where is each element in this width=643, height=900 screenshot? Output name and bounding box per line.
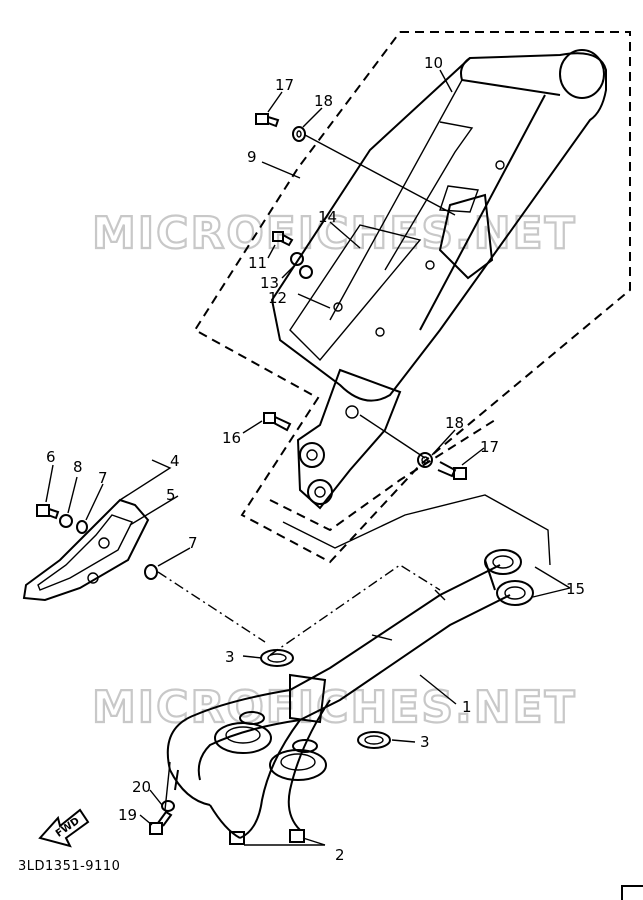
callout-4: 4	[170, 452, 180, 470]
callout-18-top: 18	[314, 92, 333, 110]
nut-right	[289, 829, 305, 843]
callout-18-right: 18	[445, 414, 464, 432]
callout-17-top: 17	[275, 76, 294, 94]
callout-1: 1	[462, 698, 472, 716]
callout-12: 12	[268, 289, 287, 307]
header-flanges	[214, 711, 327, 781]
nut-left	[229, 831, 245, 845]
callout-15: 15	[566, 580, 585, 598]
gasket-upper	[260, 649, 294, 667]
watermark-bottom: MICROFICHES.NET	[92, 682, 577, 733]
callout-3-upper: 3	[225, 648, 235, 666]
callout-10: 10	[424, 54, 443, 72]
fasteners	[36, 113, 467, 835]
assembly-outline-inner	[269, 419, 496, 532]
watermark-top: MICROFICHES.NET	[92, 208, 577, 259]
callout-16: 16	[222, 429, 241, 447]
gasket-lower-inner	[364, 735, 384, 745]
callout-17-right: 17	[480, 438, 499, 456]
heat-protector	[22, 498, 150, 602]
gasket-lower	[357, 731, 391, 749]
callout-7-lower: 7	[188, 534, 198, 552]
catalog-code: 3LD1351-9110	[18, 859, 120, 874]
exhaust-pipe	[166, 564, 511, 839]
callout-19: 19	[118, 806, 137, 824]
callout-11: 11	[248, 254, 267, 272]
callout-6: 6	[46, 448, 56, 466]
gasket-upper-inner	[267, 653, 287, 663]
callout-3-lower: 3	[420, 733, 430, 751]
callout-8: 8	[73, 458, 83, 476]
forward-direction-arrow: FWD	[38, 808, 90, 848]
callout-7-upper: 7	[98, 469, 108, 487]
pipe-joint-clamps	[484, 549, 534, 606]
callout-leaders	[45, 69, 571, 846]
callout-5: 5	[166, 486, 176, 504]
callout-20: 20	[132, 778, 151, 796]
callout-13: 13	[260, 274, 279, 292]
assembly-outline	[193, 31, 631, 564]
assembly-lines	[157, 134, 551, 811]
muffler-inlet-flange	[296, 368, 402, 510]
callout-9: 9	[247, 148, 257, 166]
callout-14: 14	[318, 208, 337, 226]
callout-labels: 1 2 3 3 4 5 6 7 7 8 9 10 11 12 13 14 15 …	[46, 54, 585, 864]
callout-2: 2	[335, 846, 345, 864]
corner-mark	[621, 885, 643, 900]
muffler	[270, 49, 607, 402]
